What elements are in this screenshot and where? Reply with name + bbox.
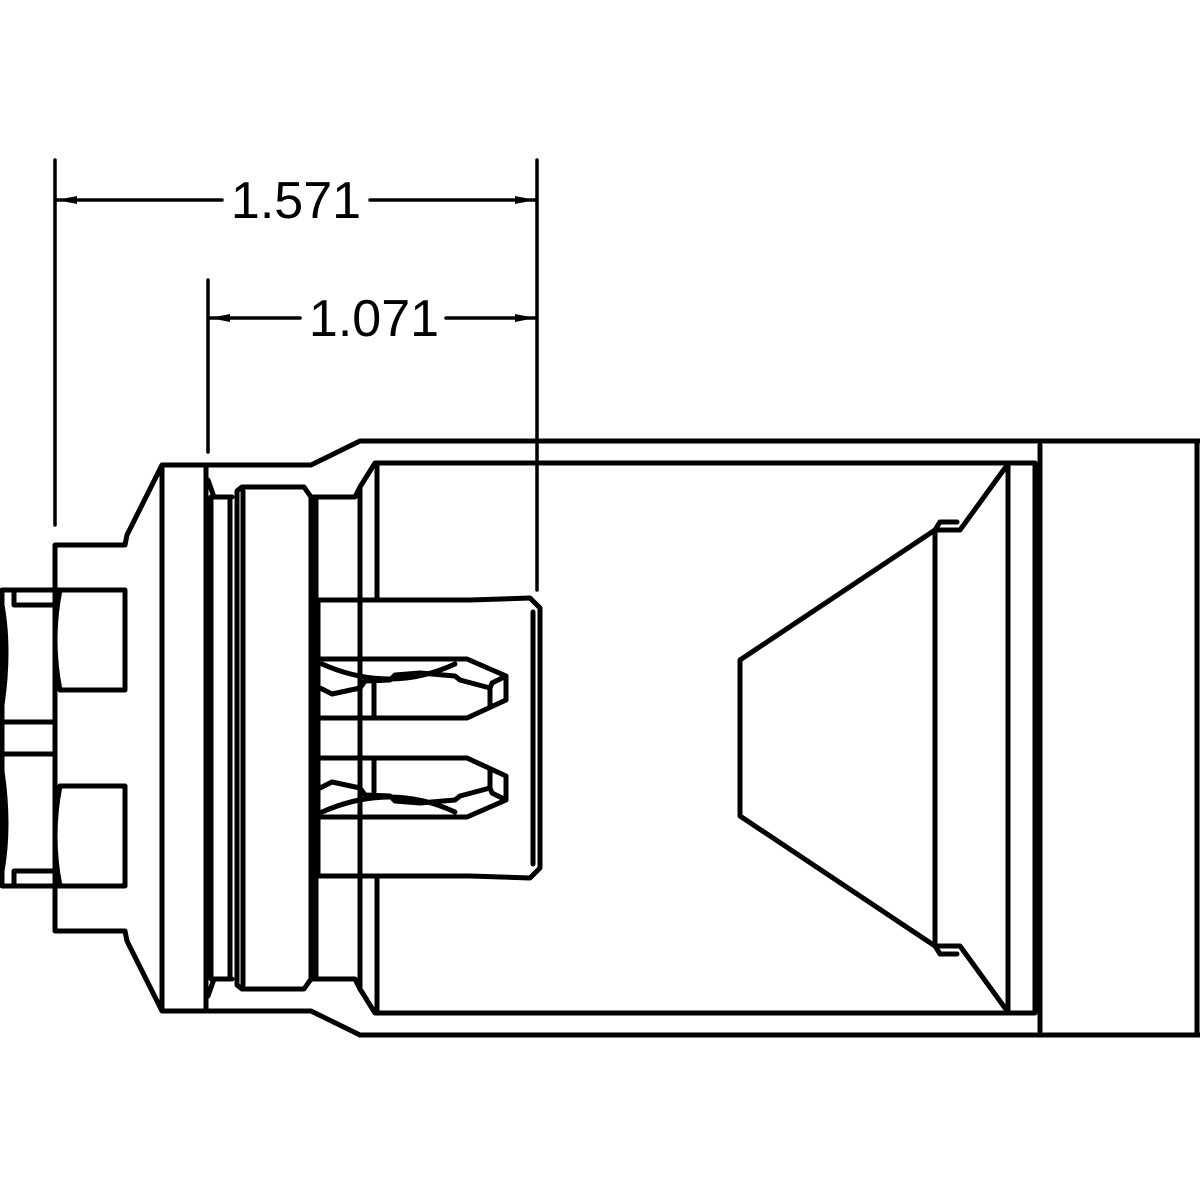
body-top-half [2, 441, 1200, 738]
dimension-1071: 1.071 [206, 278, 537, 454]
dimension-label: 1.071 [309, 290, 439, 348]
body-bottom-half [2, 738, 1200, 1035]
dimension-1571: 1.571 [53, 158, 539, 592]
dimension-label: 1.571 [231, 172, 361, 230]
